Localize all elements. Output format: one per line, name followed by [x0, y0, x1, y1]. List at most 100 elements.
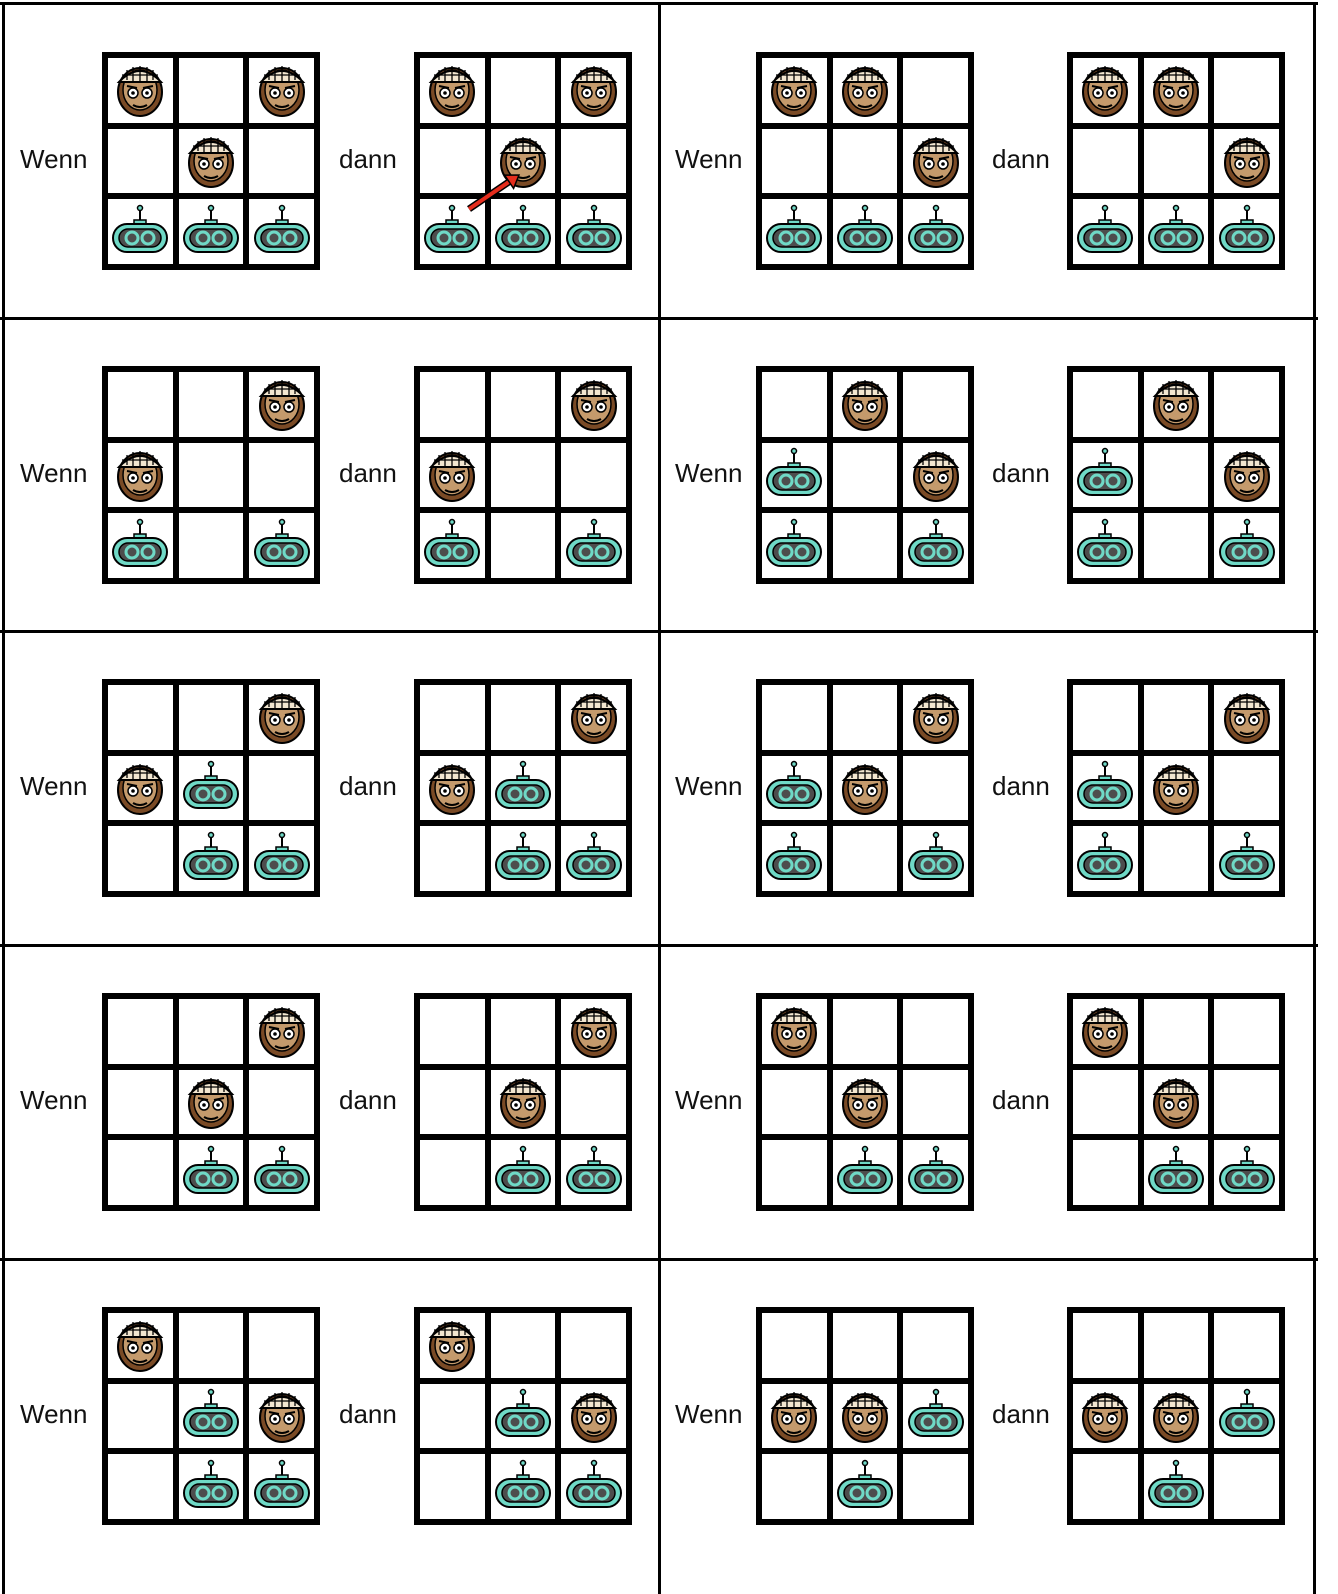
grid-cell [108, 513, 173, 578]
grid-cell [491, 372, 556, 437]
robot-icon [906, 1143, 966, 1203]
grid-cell [491, 129, 556, 194]
robot-icon [564, 516, 624, 576]
robot-icon [1075, 829, 1135, 889]
grid-cell [420, 372, 485, 437]
robot-icon [181, 1143, 241, 1203]
if-grid [102, 993, 320, 1211]
grid-cell [249, 756, 314, 821]
grid-cell [249, 999, 314, 1064]
if-label: Wenn [675, 144, 742, 174]
grid-cell [1214, 1140, 1279, 1205]
grid-cell [108, 443, 173, 508]
grid-cell [561, 1070, 626, 1135]
column-divider [658, 2, 661, 1594]
grid-cell [903, 58, 968, 123]
human-head-icon [1075, 60, 1135, 120]
then-grid [414, 366, 632, 584]
human-head-icon [252, 60, 312, 120]
robot-icon [1217, 1143, 1277, 1203]
human-head-icon [1217, 131, 1277, 191]
robot-icon [1075, 445, 1135, 505]
grid-cell [179, 443, 244, 508]
robot-icon [564, 202, 624, 262]
grid-cell [762, 372, 827, 437]
grid-cell [762, 826, 827, 891]
human-head-icon [835, 60, 895, 120]
grid-cell [420, 1070, 485, 1135]
grid-cell [1073, 443, 1138, 508]
grid-cell [903, 1454, 968, 1519]
human-head-icon [1075, 1386, 1135, 1446]
human-head-icon [564, 60, 624, 120]
human-head-icon [110, 758, 170, 818]
human-head-icon [764, 1386, 824, 1446]
grid-cell [1144, 58, 1209, 123]
grid-cell [491, 199, 556, 264]
human-head-icon [1217, 687, 1277, 747]
grid-cell [491, 1384, 556, 1449]
grid-cell [903, 129, 968, 194]
grid-cell [561, 372, 626, 437]
grid-cell [833, 129, 898, 194]
if-grid [756, 366, 974, 584]
sheet-left-border [2, 2, 5, 1594]
robot-icon [764, 758, 824, 818]
grid-cell [833, 199, 898, 264]
robot-icon [1217, 1386, 1277, 1446]
grid-cell [1144, 1454, 1209, 1519]
robot-icon [1075, 202, 1135, 262]
human-head-icon [835, 758, 895, 818]
robot-icon [1217, 202, 1277, 262]
grid-cell [1214, 1313, 1279, 1378]
grid-cell [561, 756, 626, 821]
human-head-icon [1146, 374, 1206, 434]
grid-cell [903, 443, 968, 508]
grid-cell [420, 999, 485, 1064]
grid-cell [1214, 999, 1279, 1064]
then-label: dann [992, 771, 1050, 801]
if-label: Wenn [675, 458, 742, 488]
human-head-icon [181, 131, 241, 191]
grid-cell [491, 58, 556, 123]
grid-cell [561, 826, 626, 891]
grid-cell [833, 756, 898, 821]
human-head-icon [1146, 758, 1206, 818]
grid-cell [179, 58, 244, 123]
human-head-icon [564, 1001, 624, 1061]
robot-icon [1075, 516, 1135, 576]
robot-icon [493, 758, 553, 818]
robot-icon [906, 829, 966, 889]
grid-cell [903, 513, 968, 578]
human-head-icon [110, 1315, 170, 1375]
grid-cell [561, 129, 626, 194]
then-label: dann [992, 458, 1050, 488]
human-head-icon [1075, 1001, 1135, 1061]
if-label: Wenn [675, 1085, 742, 1115]
grid-cell [1144, 756, 1209, 821]
human-head-icon [493, 1072, 553, 1132]
robot-icon [252, 1143, 312, 1203]
grid-cell [108, 999, 173, 1064]
grid-cell [903, 1140, 968, 1205]
grid-cell [903, 756, 968, 821]
robot-icon [493, 202, 553, 262]
grid-cell [179, 999, 244, 1064]
grid-cell [108, 58, 173, 123]
grid-cell [108, 756, 173, 821]
grid-cell [833, 685, 898, 750]
if-grid [756, 993, 974, 1211]
if-grid [102, 366, 320, 584]
grid-cell [1144, 1384, 1209, 1449]
robot-icon [906, 202, 966, 262]
grid-cell [903, 1313, 968, 1378]
robot-icon [564, 1143, 624, 1203]
grid-cell [1144, 129, 1209, 194]
then-grid [1067, 679, 1285, 897]
grid-cell [561, 58, 626, 123]
if-label: Wenn [20, 1085, 87, 1115]
human-head-icon [835, 1386, 895, 1446]
robot-icon [564, 1457, 624, 1517]
grid-cell [420, 756, 485, 821]
grid-cell [561, 1384, 626, 1449]
